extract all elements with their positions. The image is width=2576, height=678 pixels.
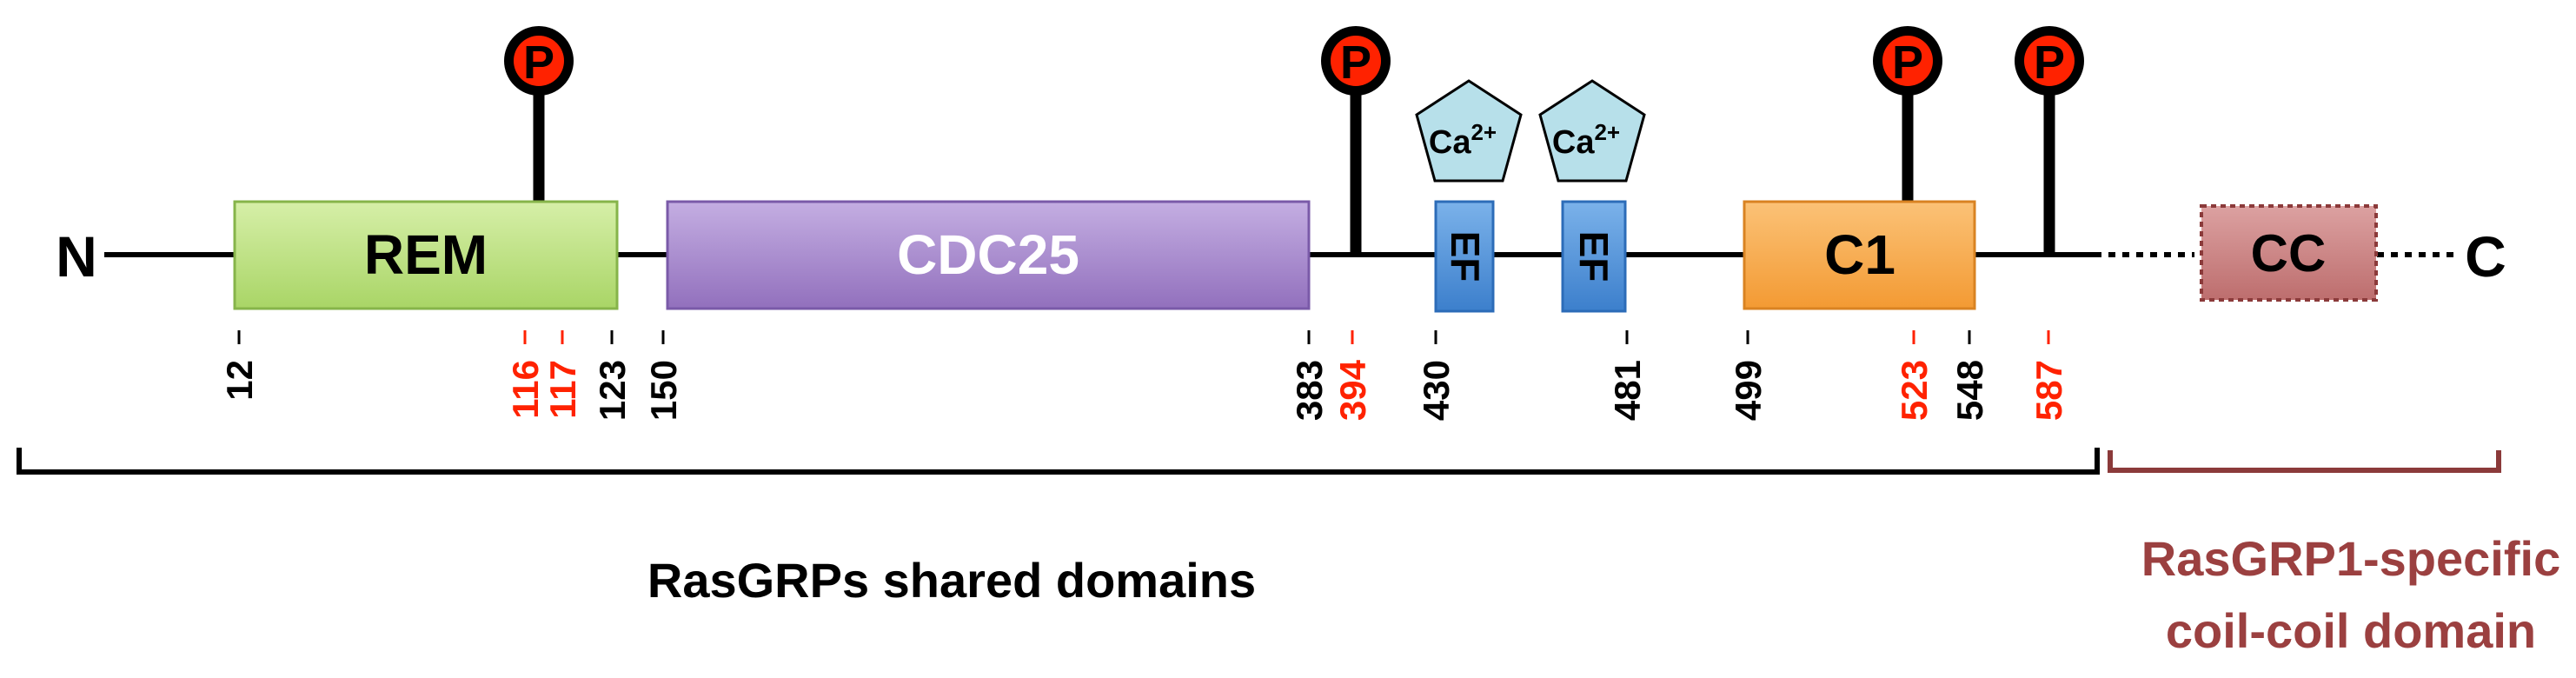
phospho-site-c-linker: P: [2015, 26, 2084, 96]
ef-hand-1-label: EF: [1443, 231, 1488, 282]
ef-hand-2-box: [1561, 200, 1627, 313]
phospho-site-linker: P: [1321, 26, 1391, 96]
shared-domains-label: RasGRPs shared domains: [647, 553, 1256, 608]
residue-499: 499: [1728, 360, 1769, 421]
phospho-symbol: P: [2034, 37, 2065, 89]
c-terminus-label: C: [2465, 224, 2506, 289]
calcium-pentagon: [1538, 79, 1646, 183]
phospho-circle-fill: [1331, 36, 1381, 86]
calcium-label: Ca2+: [1429, 119, 1497, 161]
phospho-circle-fill: [514, 36, 564, 86]
phospho-site-rem: P: [504, 26, 574, 96]
residue-numbers: 12 116 117 123 150 383 394 430 481 499 5…: [219, 359, 2069, 421]
cc-domain-label: CC: [2251, 224, 2327, 282]
phospho-symbol: P: [1340, 37, 1371, 89]
residue-587: 587: [2028, 360, 2069, 421]
residue-ticks: [237, 330, 2050, 344]
residue-116: 116: [505, 360, 546, 419]
ef-hand-2-label: EF: [1571, 231, 1617, 282]
c1-domain-box: [1743, 200, 1976, 310]
phospho-site-c1: P: [1873, 26, 1942, 96]
ef-hand-1-box: [1434, 200, 1495, 313]
specific-domain-label-line2: coil-coil domain: [2166, 603, 2536, 658]
phospho-stems: [533, 78, 2055, 255]
rem-domain-label: REM: [364, 223, 488, 286]
calcium-ion-2: Ca2+: [1538, 79, 1646, 183]
residue-394: 394: [1332, 359, 1373, 421]
calcium-label: Ca2+: [1552, 119, 1620, 161]
n-terminus-label: N: [56, 224, 97, 289]
cdc25-domain-label: CDC25: [897, 223, 1079, 286]
cc-domain-box: [2200, 204, 2378, 302]
residue-481: 481: [1607, 360, 1648, 421]
residue-12: 12: [219, 360, 260, 401]
residue-150: 150: [643, 360, 684, 421]
residue-123: 123: [592, 360, 633, 421]
residue-430: 430: [1416, 360, 1457, 421]
cdc25-domain-box: [666, 200, 1311, 310]
phospho-circle-fill: [1882, 36, 1933, 86]
calcium-ion-1: Ca2+: [1415, 79, 1523, 183]
phospho-symbol: P: [1892, 37, 1923, 89]
residue-383: 383: [1289, 360, 1330, 421]
rem-domain-box: [233, 200, 619, 310]
phospho-symbol: P: [523, 37, 554, 89]
specific-domain-label-line1: RasGRP1-specific: [2141, 531, 2560, 586]
c1-domain-label: C1: [1824, 223, 1895, 286]
calcium-pentagon: [1415, 79, 1523, 183]
residue-548: 548: [1949, 360, 1990, 421]
residue-117: 117: [542, 360, 583, 419]
specific-domain-bracket: [2108, 450, 2501, 473]
residue-523: 523: [1894, 360, 1935, 421]
phospho-circle-fill: [2024, 36, 2075, 86]
shared-domains-bracket: [17, 448, 2100, 475]
